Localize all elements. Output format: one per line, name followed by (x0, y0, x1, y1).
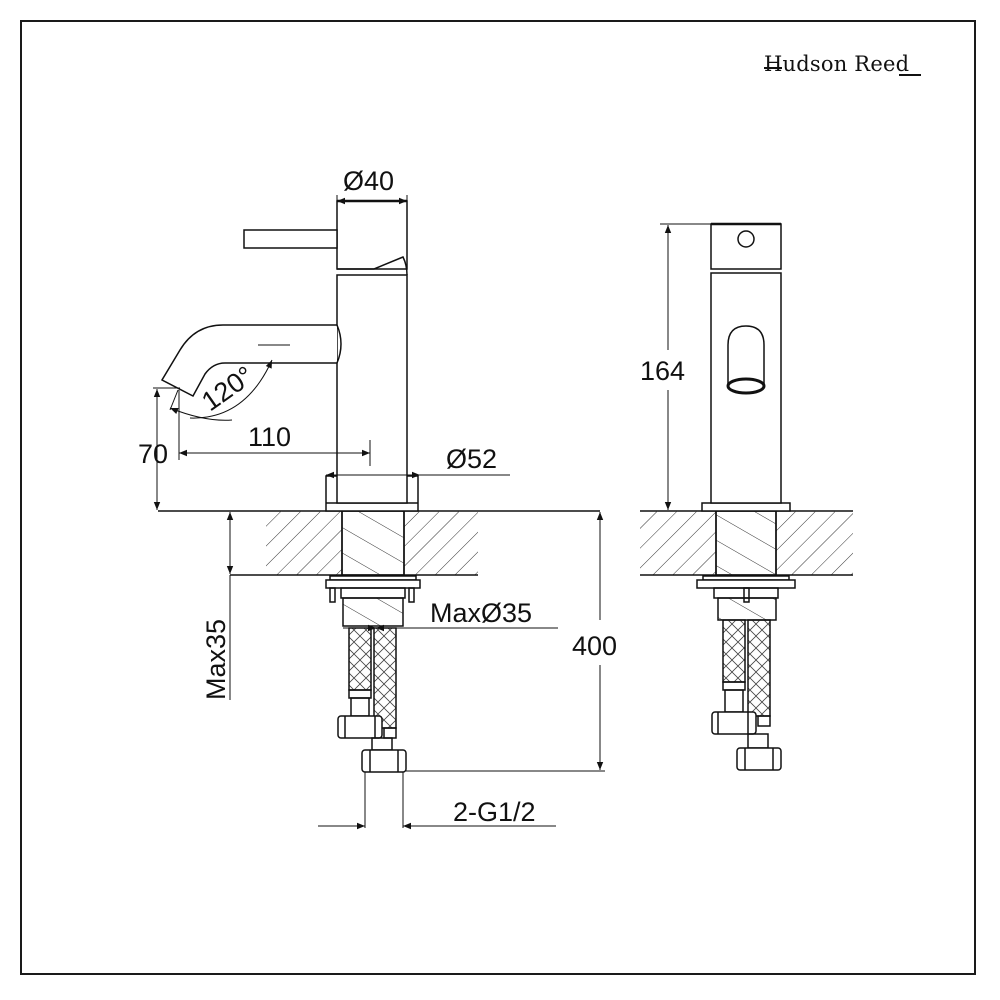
brand-underline-mark (899, 74, 922, 76)
side-view (153, 195, 605, 830)
dim-spout-height: 70 (138, 439, 168, 469)
dim-body-diameter: Ø40 (343, 166, 394, 196)
dim-max-deck-thickness: Max35 (201, 619, 231, 700)
dim-hose-length: 400 (572, 631, 617, 661)
dim-total-height: 164 (640, 356, 685, 386)
dim-connection: 2-G1/2 (453, 797, 536, 827)
dim-spout-reach: 110 (248, 422, 291, 452)
brand-name: Hudson Reed (764, 52, 910, 76)
brand-strike-mark (764, 67, 782, 69)
brand-logo: Hudson Reed (764, 52, 922, 82)
front-view (640, 222, 853, 771)
dim-base-diameter: Ø52 (446, 444, 497, 474)
drawing-frame (20, 20, 976, 975)
dim-max-hole-diameter: MaxØ35 (430, 598, 532, 628)
